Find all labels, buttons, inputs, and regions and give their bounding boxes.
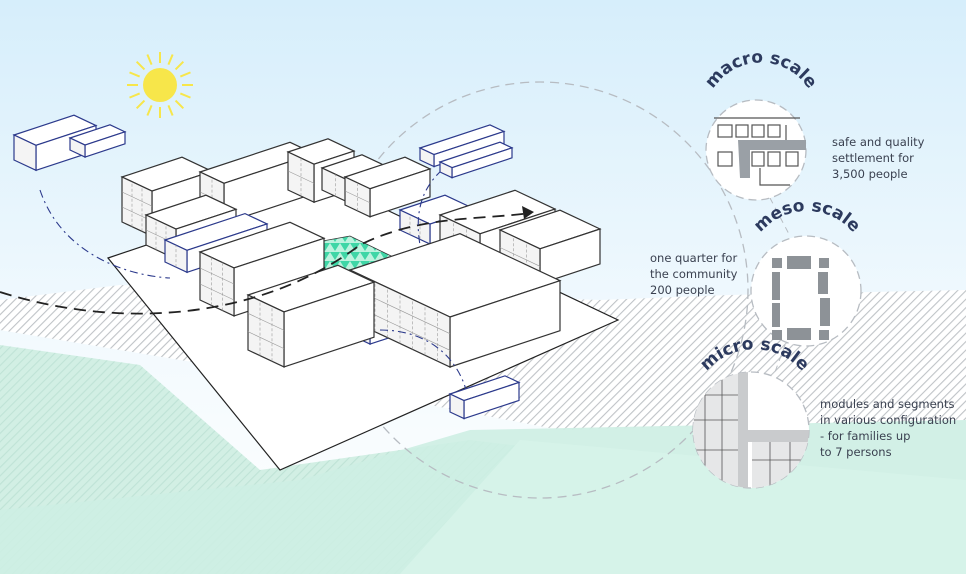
description-line: the community <box>650 267 738 281</box>
connector-line-left <box>39 189 171 279</box>
description-line: to 7 persons <box>820 445 892 459</box>
building-block <box>438 141 514 179</box>
building-block <box>448 375 521 420</box>
building-block <box>68 124 127 158</box>
description-line: - for families up <box>820 429 911 443</box>
macro-scale-circle <box>705 99 807 201</box>
mint-ground-light <box>400 440 966 574</box>
description-line: 3,500 people <box>832 167 908 181</box>
flow-arrow-path <box>0 212 531 315</box>
building-blocks <box>120 138 602 368</box>
meso-scale-circle <box>750 235 862 347</box>
micro-scale-description: modules and segments in various configur… <box>820 396 956 460</box>
macro-scale-description: safe and quality settlement for 3,500 pe… <box>832 134 924 182</box>
connector-line-top <box>417 169 443 246</box>
scale-connectors <box>769 197 791 373</box>
description-line: one quarter for <box>650 251 738 265</box>
building-block <box>246 264 376 368</box>
description-line: modules and segments <box>820 397 955 411</box>
description-line: in various configuration <box>820 413 957 427</box>
connector-line-bottom <box>379 329 471 411</box>
sun-icon <box>127 52 193 118</box>
building-block <box>348 233 562 368</box>
description-line: settlement for <box>832 151 914 165</box>
description-line: safe and quality <box>832 135 925 149</box>
description-line: 200 people <box>650 283 715 297</box>
building-block <box>343 156 432 218</box>
arrow-head-icon <box>522 206 534 219</box>
module-outlines <box>12 114 521 420</box>
meso-scale-description: one quarter for the community 200 people <box>650 250 737 298</box>
